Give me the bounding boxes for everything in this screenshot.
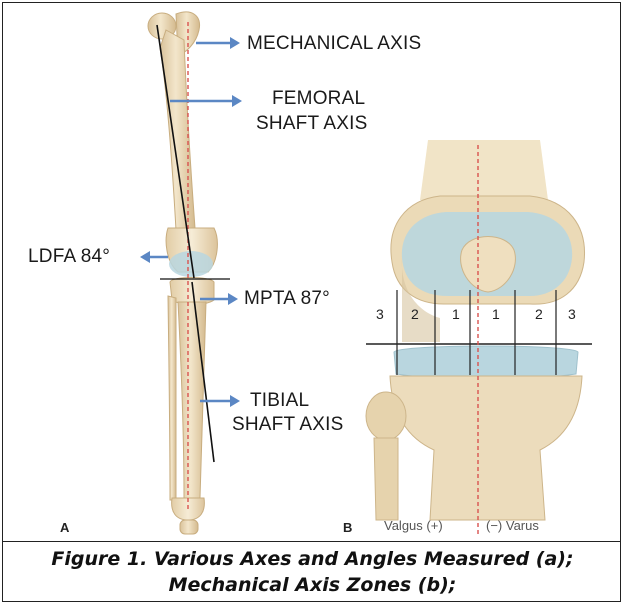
knee-closeup [366, 140, 585, 520]
leg-skeleton [148, 12, 217, 534]
panel-letter-a: A [60, 520, 69, 535]
label-femoral-line1: FEMORAL [272, 88, 365, 110]
varus-label: (−) Varus [486, 518, 539, 533]
panel-letter-b: B [343, 520, 352, 535]
zone-right-3: 3 [568, 306, 576, 322]
label-femoral-line2: SHAFT AXIS [256, 113, 367, 135]
zone-left-1: 1 [452, 306, 460, 322]
label-tibial-line1: TIBIAL [250, 390, 309, 412]
label-mpta: MPTA 87° [244, 288, 330, 310]
zone-left-2: 2 [411, 306, 419, 322]
caption-line-2: Mechanical Axis Zones (b); [0, 574, 625, 596]
label-mechanical-axis: MECHANICAL AXIS [247, 33, 421, 55]
label-tibial-line2: SHAFT AXIS [232, 414, 343, 436]
valgus-label: Valgus (+) [384, 518, 443, 533]
label-ldfa: LDFA 84° [28, 246, 110, 268]
zone-right-1: 1 [492, 306, 500, 322]
caption-line-1: Figure 1. Various Axes and Angles Measur… [0, 548, 625, 570]
zone-left-3: 3 [376, 306, 384, 322]
zone-right-2: 2 [535, 306, 543, 322]
